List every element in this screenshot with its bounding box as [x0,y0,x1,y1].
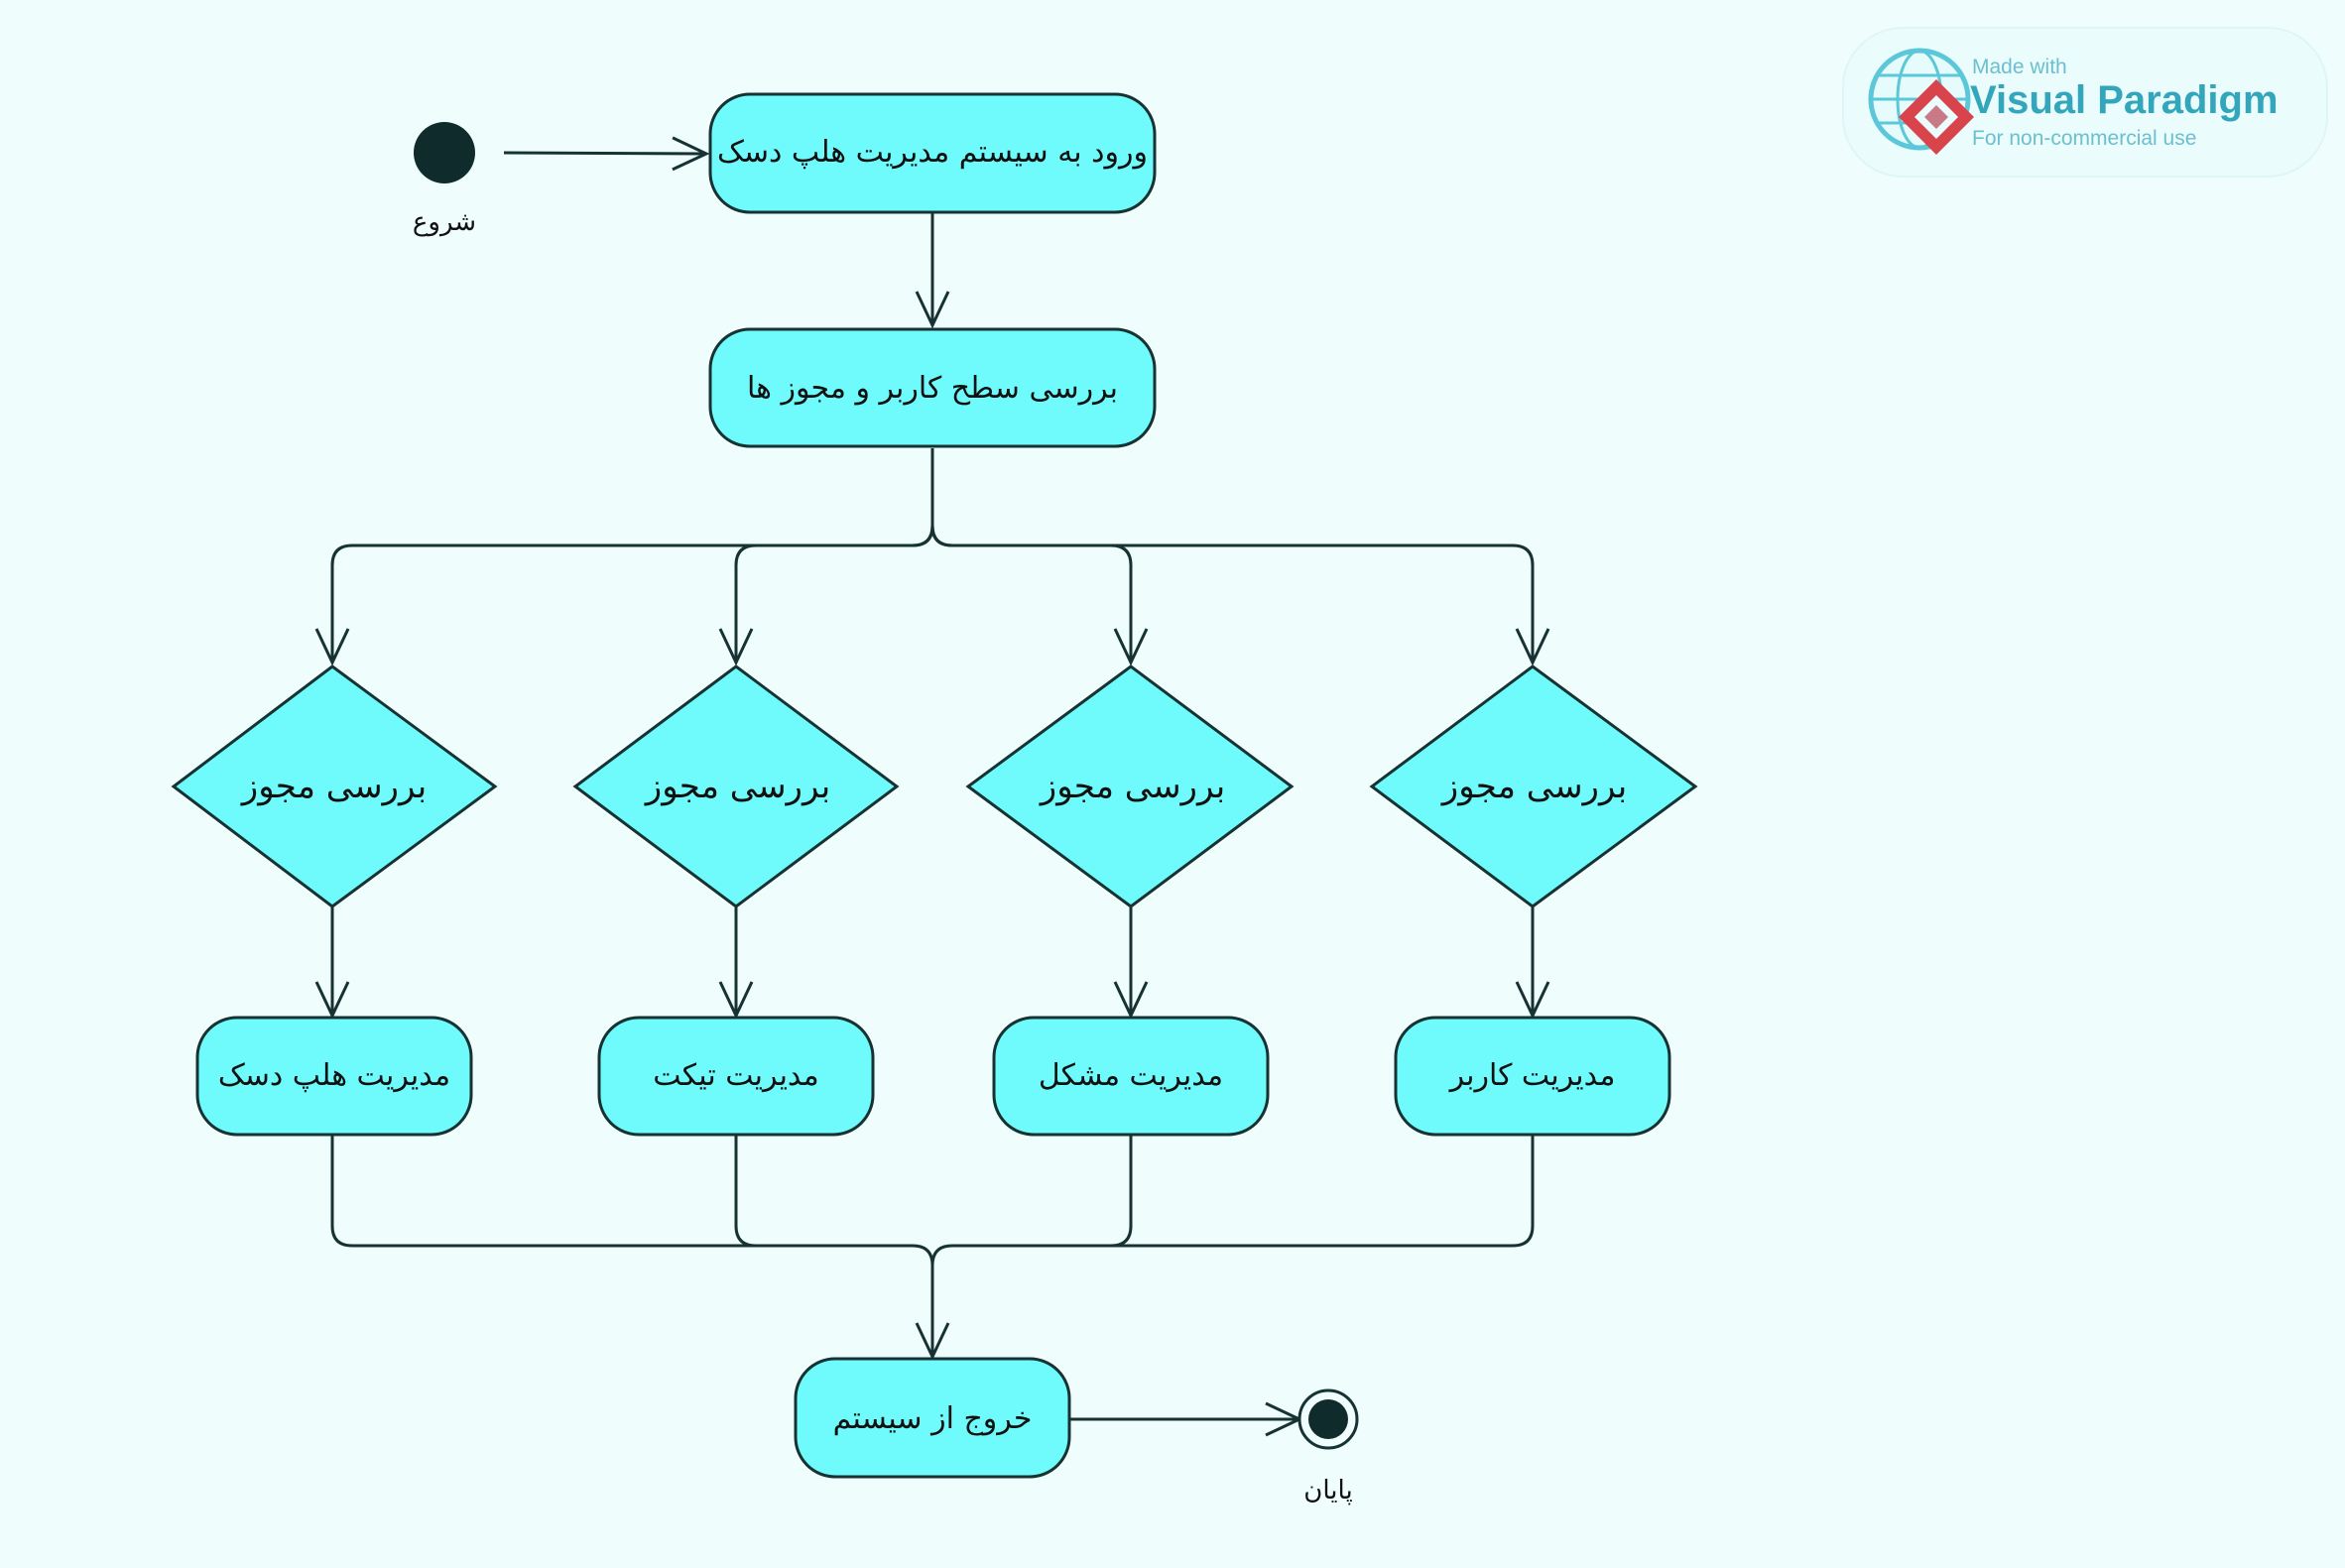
decision-3: بررسی مجوز [965,664,1295,908]
end-inner-dot [1308,1399,1348,1439]
flow-split-d4 [930,525,1550,666]
decision-2-diamond [572,664,900,908]
action-login: ورود به سیستم مدیریت هلپ دسک [708,92,1157,214]
flow-start-to-login [503,136,710,172]
action-ticket-management-label: مدیریت تیکت [653,1058,819,1093]
action-problem-management: مدیریت مشکل [992,1016,1270,1137]
action-helpdesk-management: مدیریت هلپ دسک [195,1016,473,1137]
decision-3-diamond [965,664,1295,908]
start-label: شروع [413,207,476,237]
action-user-management-box [1394,1016,1671,1137]
connectors [314,136,1550,1437]
watermark-background [1842,27,2328,178]
decision-4-label: بررسی مجوز [1440,767,1627,806]
decision-1-diamond [171,664,498,908]
decision-2-label: بررسی مجوز [644,767,830,806]
end-label: پایان [1303,1476,1352,1506]
visual-paradigm-watermark: Made with Visual Paradigm For non-commer… [1842,27,2328,178]
end-node: پایان [1297,1388,1359,1506]
watermark-note: For non-commercial use [1972,127,2196,150]
decision-4: بررسی مجوز [1369,664,1698,908]
action-exit-box [794,1357,1071,1479]
decision-1-label: بررسی مجوز [240,767,427,806]
action-user-management-label: مدیریت کاربر [1448,1058,1616,1093]
decision-1: بررسی مجوز [171,664,498,908]
watermark-brand: Visual Paradigm [1970,78,2279,122]
flow-ticket-merge [734,1135,913,1248]
start-circle [414,122,475,183]
flow-user-merge [952,1135,1535,1248]
action-problem-management-label: مدیریت مشکل [1039,1058,1223,1093]
action-check-level-label: بررسی سطح کاربر و مجوز ها [747,371,1118,406]
decision-4-diamond [1369,664,1698,908]
flow-helpdesk-merge [330,1135,950,1361]
start-node: شروع [413,122,476,237]
action-exit-label: خروج از سیستم [833,1401,1033,1436]
action-check-level: بررسی سطح کاربر و مجوز ها [708,327,1157,448]
action-ticket-management: مدیریت تیکت [597,1016,875,1137]
action-login-box [708,92,1157,214]
action-check-level-box [708,327,1157,448]
action-ticket-management-box [597,1016,875,1137]
visual-paradigm-logo-icon [1899,79,1974,155]
action-exit: خروج از سیستم [794,1357,1071,1479]
action-login-label: ورود به سیستم مدیریت هلپ دسک [717,135,1148,170]
action-helpdesk-management-label: مدیریت هلپ دسک [218,1058,450,1093]
flow-check-split [314,448,934,666]
watermark-made-with: Made with [1972,56,2067,78]
action-helpdesk-management-box [195,1016,473,1137]
decision-2: بررسی مجوز [572,664,900,908]
action-problem-management-box [992,1016,1270,1137]
decision-3-label: بررسی مجوز [1039,767,1225,806]
flow-split-d2 [718,525,934,666]
action-user-management: مدیریت کاربر [1394,1016,1671,1137]
